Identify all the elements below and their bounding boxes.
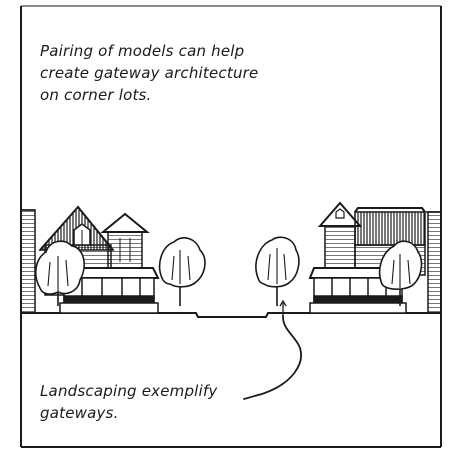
small-shrub [279, 299, 287, 313]
bottom-caption-line-2: gateways. [40, 404, 119, 422]
top-caption-line-1: Pairing of models can help [40, 42, 245, 60]
bottom-caption: Landscaping exemplify gateways. [40, 380, 240, 424]
bottom-caption-line-1: Landscaping exemplify [40, 382, 218, 400]
top-caption-line-3: on corner lots. [40, 86, 152, 104]
right-edge-house [426, 211, 442, 314]
left-edge-house [20, 209, 36, 314]
tree-right-middle [255, 236, 300, 306]
leader-line [243, 314, 302, 400]
ground-line [21, 312, 441, 318]
top-caption: Pairing of models can help create gatewa… [40, 40, 320, 106]
tree-left-middle [158, 237, 206, 306]
tree-left-front [34, 240, 85, 306]
tree-right-front [378, 240, 423, 306]
top-caption-line-2: create gateway architecture [40, 64, 259, 82]
